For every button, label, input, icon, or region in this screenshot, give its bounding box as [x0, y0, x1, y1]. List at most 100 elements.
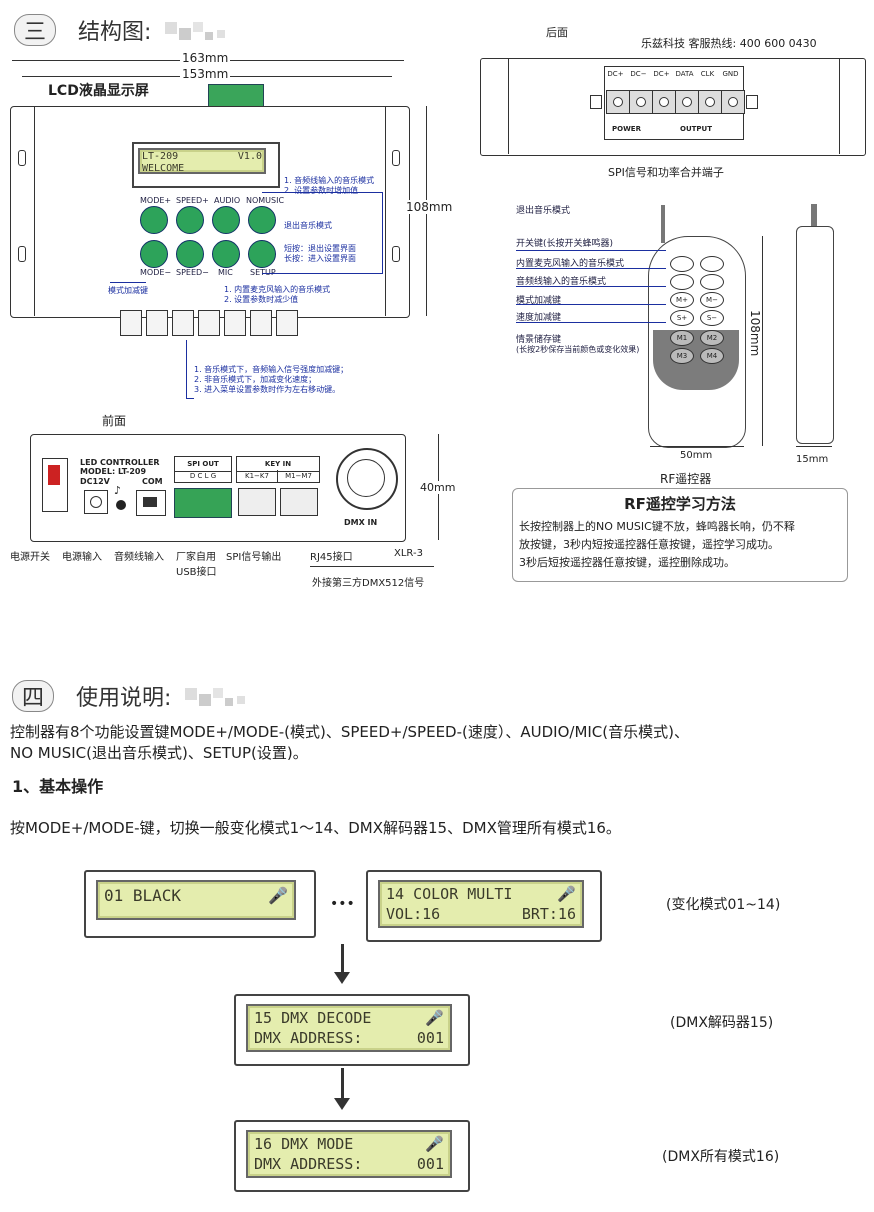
port-label: DATA	[675, 70, 694, 78]
usage-para-1b: NO MUSIC(退出音乐模式)、SETUP(设置)。	[10, 744, 308, 762]
remote-m3-button[interactable]: M3	[670, 348, 694, 364]
note-mic-2: 2. 设置参数时减少值	[224, 295, 299, 304]
front-label-xlr: XLR-3	[394, 548, 423, 559]
rj45-port-2[interactable]	[280, 488, 318, 516]
remote-power-button[interactable]	[670, 256, 694, 272]
port-label: DC+	[607, 70, 624, 78]
audio-button[interactable]	[212, 206, 240, 234]
remote-label: 开关键(长按开关蜂鸣器)	[516, 239, 614, 249]
rf-learn-line-3: 3秒后短按遥控器任意按键，遥控删除成功。	[519, 556, 735, 569]
xlr-port[interactable]	[336, 448, 398, 510]
note-setup-2: 长按：进入设置界面	[284, 254, 356, 263]
dc-jack[interactable]	[84, 490, 108, 514]
key-label-speed-plus: SPEED+	[176, 196, 209, 205]
speed-plus-button[interactable]	[176, 206, 204, 234]
caption-modes: (变化模式01~14)	[666, 897, 781, 913]
remote-s-minus-button[interactable]: S−	[700, 310, 724, 326]
section-number: 三	[14, 14, 56, 46]
note-mode-line	[110, 282, 146, 283]
key-label-setup: SETUP	[250, 268, 276, 277]
speed-minus-button[interactable]	[176, 240, 204, 268]
speed-note-line	[186, 340, 187, 398]
dimension-line-50	[650, 446, 744, 447]
screen-dmx-address-label: DMX ADDRESS:	[254, 1029, 363, 1047]
mount-hole	[392, 150, 400, 166]
brand-line-1: LED CONTROLLER	[80, 458, 160, 467]
front-title: 前面	[102, 414, 127, 428]
key-label-audio: AUDIO	[214, 196, 241, 205]
screen-line-1: 15 DMX DECODE	[254, 1009, 372, 1027]
power-switch[interactable]	[42, 458, 68, 512]
mode-plus-button[interactable]	[140, 206, 168, 234]
note-speed-2: 2. 非音乐模式下，加减变化速度；	[194, 375, 317, 384]
spi-terminal[interactable]	[174, 488, 232, 518]
lcd-label: LCD液晶显示屏	[48, 83, 149, 99]
terminal-end	[746, 95, 758, 109]
remote-s-plus-button[interactable]: S+	[670, 310, 694, 326]
terminal-screw	[606, 90, 630, 114]
pixel-decoration	[165, 18, 235, 42]
key-in-label: KEY IN	[236, 456, 320, 472]
remote-callout-line	[516, 304, 666, 305]
remote-m1-button[interactable]: M1	[670, 330, 694, 346]
rf-learn-box: RF遥控学习方法 长按控制器上的NO MUSIC键不放，蜂鸣器长响，仍不释 放按…	[512, 488, 848, 582]
remote-callout-line	[516, 286, 666, 287]
screen-brt: BRT:16	[521, 905, 576, 923]
remote-callout-line	[516, 250, 666, 251]
mic-icon: 🎤	[557, 885, 576, 903]
spi-pins: D C L G	[174, 470, 232, 483]
remote-m-plus-button[interactable]: M+	[670, 292, 694, 308]
terminal-screw	[629, 90, 653, 114]
remote-m-minus-button[interactable]: M−	[700, 292, 724, 308]
rj45-port-1[interactable]	[238, 488, 276, 516]
remote-callout-line	[516, 322, 666, 323]
usage-para-2: 按MODE+/MODE-键，切换一般变化模式1～14、DMX解码器15、DMX管…	[10, 819, 621, 837]
bracket-line	[310, 566, 434, 567]
terminal-screw	[698, 90, 722, 114]
note-audio-1: 1. 音频线输入的音乐模式	[284, 176, 375, 185]
remote-audio-button[interactable]	[700, 274, 724, 290]
key-label-speed-minus: SPEED−	[176, 268, 209, 277]
screen-vol: VOL:16	[386, 905, 441, 923]
screen-mode-16: 16 DMX MODE 🎤 DMX ADDRESS: 001	[246, 1130, 452, 1178]
mic-button[interactable]	[212, 240, 240, 268]
remote-m4-button[interactable]: M4	[700, 348, 724, 364]
output-label: OUTPUT	[680, 125, 712, 133]
hotline: 乐兹科技 客服热线: 400 600 0430	[641, 37, 817, 50]
remote-m2-button[interactable]: M2	[700, 330, 724, 346]
setup-button[interactable]	[248, 240, 276, 268]
remote-label: 模式加减键	[516, 296, 562, 306]
nomusic-button[interactable]	[248, 206, 276, 234]
screen-dmx-address: 001	[416, 1029, 444, 1047]
device-inner	[34, 106, 386, 316]
device-body	[10, 106, 410, 318]
back-title: 后面	[546, 26, 568, 39]
dimension-50: 50mm	[680, 450, 713, 461]
bottom-connectors	[120, 310, 298, 336]
side-antenna	[811, 204, 817, 226]
callout-line-right	[262, 192, 383, 274]
k1-label: K1−K7	[236, 470, 278, 483]
remote-label: 退出音乐模式	[516, 206, 571, 216]
speed-note-line	[186, 398, 194, 399]
key-label-mic: MIC	[218, 268, 233, 277]
audio-jack[interactable]	[116, 500, 126, 510]
front-label-spi: SPI信号输出	[226, 552, 282, 563]
terminal-screw	[721, 90, 745, 114]
mic-icon: 🎤	[425, 1009, 444, 1027]
arrow-down-1	[341, 944, 344, 976]
pixel-decoration	[185, 684, 255, 708]
mode-minus-button[interactable]	[140, 240, 168, 268]
section-number: 四	[12, 680, 54, 712]
arrow-head-1	[334, 972, 350, 984]
remote-nomusic-button[interactable]	[700, 256, 724, 272]
remote-label: 速度加减键	[516, 313, 562, 323]
screen-line-1: 01 BLACK	[104, 886, 182, 905]
remote-mic-button[interactable]	[670, 274, 694, 290]
front-label-usb: 厂家自用 USB接口	[176, 552, 217, 578]
remote-label: (长按2秒保存当前颜色或变化效果)	[516, 345, 640, 354]
front-label-rj45: RJ45接口	[310, 552, 353, 563]
port-label: GND	[722, 70, 739, 78]
usb-port[interactable]	[136, 490, 166, 516]
usage-heading: 1、基本操作	[12, 777, 104, 796]
